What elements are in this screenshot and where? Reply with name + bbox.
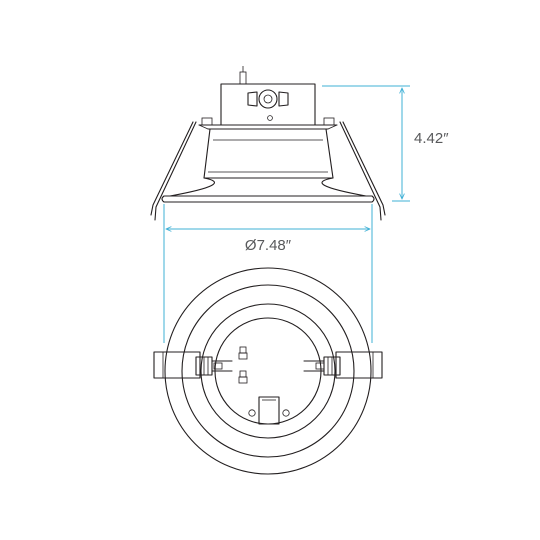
trim-inner-ring bbox=[181, 284, 355, 458]
side-view bbox=[150, 66, 386, 221]
mounting-plate bbox=[198, 117, 338, 130]
diameter-label: Ø7.48″ bbox=[245, 237, 292, 254]
reflector-body bbox=[161, 128, 375, 203]
height-label: 4.42″ bbox=[414, 130, 449, 147]
spring-clip-right bbox=[303, 351, 383, 379]
diameter-dimension: Ø7.48″ bbox=[163, 204, 373, 343]
connector-tabs bbox=[238, 346, 248, 384]
trim-outer-ring bbox=[164, 267, 372, 475]
bottom-bracket bbox=[248, 396, 290, 425]
spring-clips bbox=[150, 121, 386, 221]
junction-box bbox=[220, 66, 316, 126]
bottom-view bbox=[153, 267, 383, 475]
spring-clip-left bbox=[153, 351, 233, 379]
reflector-ring bbox=[200, 303, 336, 439]
height-dimension: 4.42″ bbox=[322, 85, 449, 202]
